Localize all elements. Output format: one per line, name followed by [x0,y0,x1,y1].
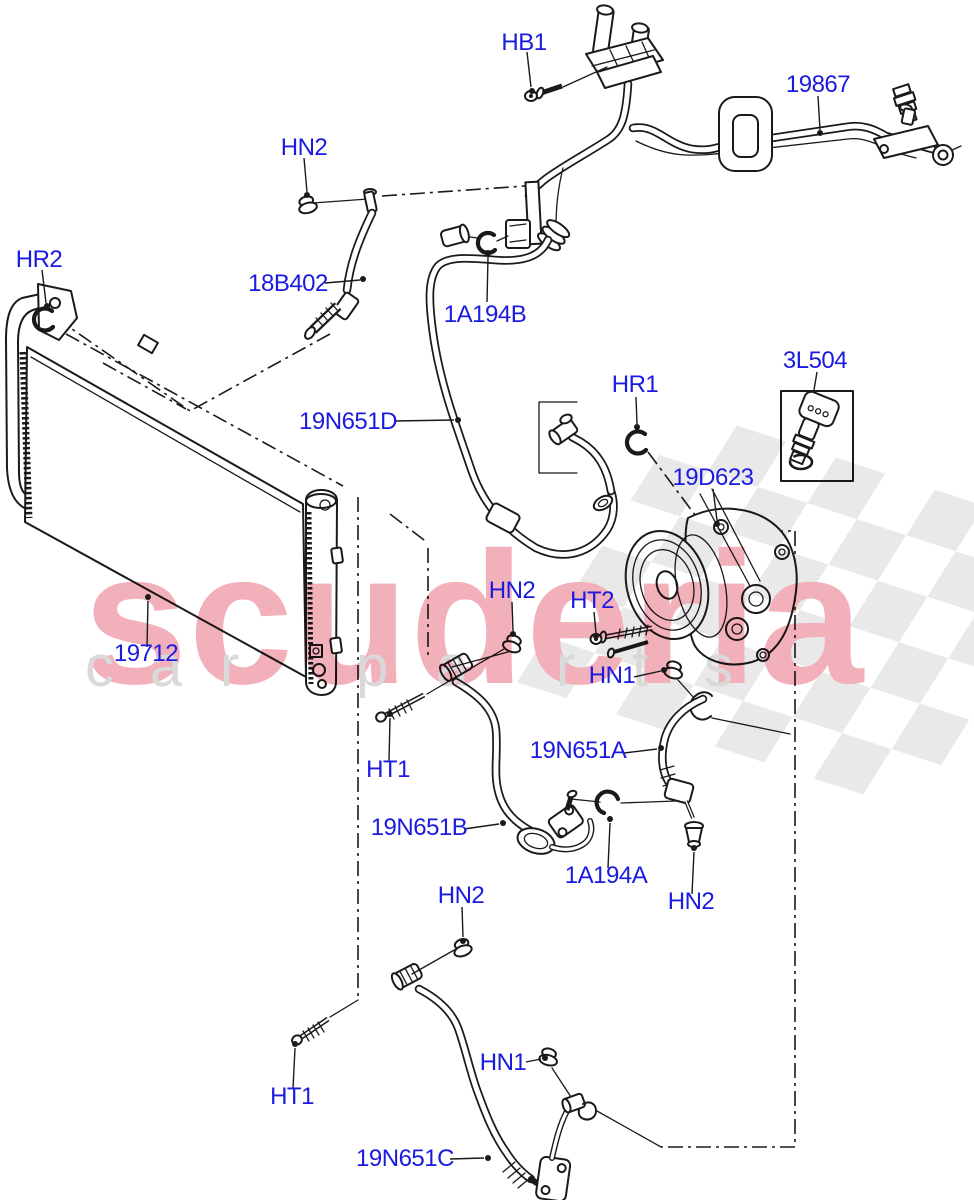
leader-lines [41,51,823,1161]
svg-text:t: t [632,634,648,699]
assembly-axis-lines [329,648,677,1148]
pressure-sensor-3l504 [780,390,854,482]
checkered-flag [516,425,974,795]
hose-18b402 [298,188,378,340]
diagram-artwork [5,4,962,1200]
svg-text:c: c [85,634,114,699]
part-label-ht1-up: HT1 [366,756,410,783]
svg-text:a: a [436,634,469,699]
svg-text:r: r [220,634,239,699]
condenser [5,283,344,696]
part-label-1a194a: 1A194A [565,862,648,889]
o-ring-3l504 [788,453,814,471]
pipe-junction [440,180,571,256]
o-ring-1a194b [475,230,498,256]
part-label-3l504: 3L504 [783,347,847,374]
callouts-layer: HB1 19867 HN2 18B402 1A194B HR2 19N651D … [16,29,851,1172]
svg-text:a: a [150,634,183,699]
part-label-hr2: HR2 [16,246,63,273]
nut-hn1-low [538,1047,558,1067]
part-label-19n651d: 19N651D [299,408,397,435]
hose-19n651a [658,660,791,848]
watermark-brand-text: scuderia [83,513,865,723]
part-label-1a194b: 1A194B [444,301,526,328]
hose-19n651b [439,652,595,855]
part-label-19n651b: 19N651B [371,814,468,841]
watermark-tagline: c a r p a r t s [85,634,733,699]
part-label-hn2-bm: HN2 [438,882,485,909]
part-label-hn2-mid: HN2 [489,577,536,604]
snap-ring-hr1 [624,429,649,456]
part-labels: HB1 19867 HN2 18B402 1A194B HR2 19N651D … [16,29,851,1172]
part-label-hn2-top: HN2 [281,134,328,161]
part-label-19d623: 19D623 [672,464,753,491]
refrigerant-lines-assembly [524,4,962,227]
svg-text:s: s [704,634,733,699]
part-label-ht2: HT2 [570,587,614,614]
hose-19n651d [425,235,618,559]
nut-hn2-mid [502,634,522,654]
part-label-hn1-mid: HN1 [589,662,636,689]
o-ring-1a194a [594,789,621,816]
part-label-hn1-low: HN1 [480,1049,527,1076]
part-label-19n651c: 19N651C [356,1145,454,1172]
watermark-layer: scuderia c a r p a r t s [83,425,974,795]
bolt-hb1 [524,66,608,102]
bolt-ht1-low [291,1016,330,1046]
part-label-18b402: 18B402 [248,270,328,297]
nut-hn2-bottom [453,938,473,958]
pipe-grommet [718,96,773,172]
svg-text:r: r [556,634,575,699]
part-label-hr1: HR1 [612,371,659,398]
part-label-19867: 19867 [786,71,850,98]
nut-hn2-top [298,195,318,215]
part-label-hn2-br: HN2 [668,888,715,915]
part-label-ht1-low: HT1 [270,1083,314,1110]
part-label-19n651a: 19N651A [530,737,627,764]
svg-text:p: p [356,634,388,699]
part-label-hb1: HB1 [501,29,546,56]
part-label-19712: 19712 [114,640,178,667]
